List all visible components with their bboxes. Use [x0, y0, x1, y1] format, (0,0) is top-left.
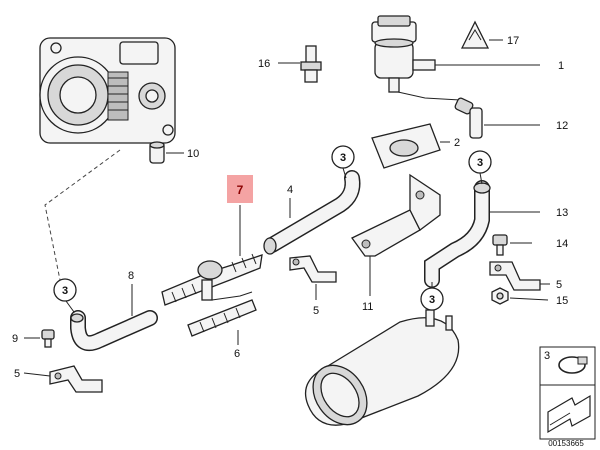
callout-1: 1 — [558, 60, 564, 72]
part-8-hose — [70, 284, 158, 351]
callout-5-left: 5 — [14, 368, 20, 380]
callout-3-top: 3 — [340, 152, 346, 164]
part-2-bracket — [371, 123, 450, 169]
callout-8: 8 — [128, 270, 134, 282]
callout-3-right: 3 — [477, 157, 483, 169]
clamp-ref-circle-top — [331, 145, 355, 179]
dashed-connection-throttle — [44, 149, 121, 281]
part-9-screw — [24, 329, 55, 348]
part-5-clip-right — [489, 261, 550, 291]
part-5-clip-left — [23, 365, 103, 393]
part-6-connector — [187, 299, 257, 345]
part-12-elbow — [454, 97, 540, 139]
part-4-hose — [263, 170, 361, 255]
callout-9: 9 — [12, 333, 18, 345]
callout-3-left: 3 — [62, 285, 68, 297]
catalog-number: 00153665 — [548, 439, 584, 448]
part-1-valve — [371, 15, 540, 101]
callout-6: 6 — [234, 348, 240, 360]
callout-16: 16 — [258, 58, 270, 70]
throttle-body — [39, 37, 176, 144]
hose-clamp-icon — [558, 356, 588, 374]
clamp-ref-circle-right — [468, 150, 492, 185]
legend-ref-number: 3 — [544, 350, 550, 362]
callout-17: 17 — [507, 35, 519, 47]
callout-13: 13 — [556, 207, 568, 219]
part-11-bracket — [351, 173, 441, 296]
callout-5-right: 5 — [556, 279, 562, 291]
part-13-hose — [424, 180, 540, 288]
callout-14: 14 — [556, 238, 568, 250]
canister — [304, 309, 460, 426]
callout-12: 12 — [556, 120, 568, 132]
callout-7: 7 — [237, 183, 244, 197]
part-5-clip-middle — [289, 255, 337, 300]
part-7-t-piece — [161, 205, 263, 306]
part-7-branch-line — [211, 291, 253, 301]
part-7-highlight-box — [227, 175, 253, 203]
part-10-sleeve — [149, 141, 184, 164]
part-15-nut — [491, 287, 549, 305]
part-17-warning-label — [460, 20, 503, 49]
callout-5-middle: 5 — [313, 305, 319, 317]
callout-15: 15 — [556, 295, 568, 307]
part-14-screw — [492, 234, 532, 256]
arrow-icon — [547, 394, 591, 434]
callout-11: 11 — [362, 301, 373, 313]
callout-3-bottom: 3 — [429, 294, 435, 306]
part-16-stud — [278, 45, 322, 83]
callout-10: 10 — [187, 148, 199, 160]
callout-2: 2 — [454, 137, 460, 149]
clamp-ref-circle-left — [53, 278, 77, 313]
clamp-ref-circle-bottom — [420, 282, 444, 311]
callout-4: 4 — [287, 184, 293, 196]
legend-box — [539, 346, 596, 440]
